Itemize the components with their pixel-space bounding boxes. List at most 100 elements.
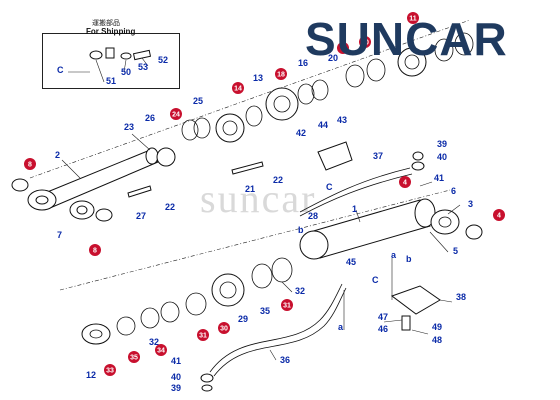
part-label-l39b: 39 xyxy=(171,383,181,393)
part-label-l25: 25 xyxy=(193,96,203,106)
part-label-l26: 26 xyxy=(145,113,155,123)
upper-seal-set xyxy=(156,32,474,167)
part-label-l5: 5 xyxy=(453,246,458,256)
part-label-l13: 13 xyxy=(253,73,263,83)
seal-marker-m24: 24 xyxy=(170,108,182,120)
seal-marker-circle xyxy=(104,364,116,376)
seal-marker-circle xyxy=(337,42,349,54)
seal-marker-m4b: 4 xyxy=(493,209,505,221)
seal-marker-circle xyxy=(128,351,140,363)
seal-marker-m30: 30 xyxy=(218,322,230,334)
seal-marker-label: 24 xyxy=(172,112,180,119)
upper-axis-line xyxy=(29,19,471,179)
seal-marker-label: 33 xyxy=(106,368,114,375)
bushing-part xyxy=(69,200,113,222)
seal-marker-label: 14 xyxy=(234,86,242,93)
seal-marker-circle xyxy=(218,322,230,334)
seal-marker-label: 4 xyxy=(403,180,407,187)
part-label-l7: 7 xyxy=(57,230,62,240)
seal-marker-circle xyxy=(232,82,244,94)
seal-marker-label: 11 xyxy=(409,16,417,23)
part-label-l51: 51 xyxy=(106,76,116,86)
seal-marker-label: 30 xyxy=(220,326,228,333)
suncar-logo: SUNCAR xyxy=(305,13,508,65)
seal-marker-circle xyxy=(281,299,293,311)
leader-lines xyxy=(61,133,461,361)
part-label-l44: 44 xyxy=(318,120,328,130)
seal-marker-m35: 35 xyxy=(128,351,140,363)
seal-marker-label: 35 xyxy=(130,355,138,362)
shipping-parts xyxy=(68,47,152,83)
part-label-la1: a xyxy=(391,250,397,260)
part-label-l16: 16 xyxy=(298,58,308,68)
seal-marker-circle xyxy=(89,244,101,256)
part-label-l21: 21 xyxy=(245,184,255,194)
seal-marker-m31a: 31 xyxy=(281,299,293,311)
seal-marker-m14: 14 xyxy=(232,82,244,94)
seal-marker-label: 8 xyxy=(28,162,32,169)
part-label-l20: 20 xyxy=(328,53,338,63)
part-label-l41a: 41 xyxy=(434,173,444,183)
seal-marker-label: 9 xyxy=(341,46,345,53)
seal-marker-label: 18 xyxy=(277,72,285,79)
part-label-l42: 42 xyxy=(296,128,306,138)
shipping-english-label: For Shipping xyxy=(86,27,136,36)
part-label-l38: 38 xyxy=(456,292,466,302)
part-label-l40b: 40 xyxy=(171,372,181,382)
part-label-l22a: 22 xyxy=(273,175,283,185)
part-label-l6: 6 xyxy=(451,186,456,196)
bolts xyxy=(127,161,264,198)
part-label-l46: 46 xyxy=(378,324,388,334)
part-label-l12: 12 xyxy=(86,370,96,380)
seal-marker-circle xyxy=(275,68,287,80)
part-label-l27: 27 xyxy=(136,211,146,221)
part-label-l39a: 39 xyxy=(437,139,447,149)
part-label-l37: 37 xyxy=(373,151,383,161)
seal-marker-label: 34 xyxy=(157,348,165,355)
seal-marker-circle xyxy=(24,158,36,170)
part-label-l45: 45 xyxy=(346,257,356,267)
part-label-l3: 3 xyxy=(468,199,473,209)
for-shipping-box xyxy=(42,33,180,89)
seal-marker-circle xyxy=(493,209,505,221)
lower-pipe xyxy=(200,283,347,392)
lower-seal-set xyxy=(81,257,293,345)
seal-marker-m18: 18 xyxy=(275,68,287,80)
seal-marker-label: 10 xyxy=(361,40,369,47)
part-label-lb2: b xyxy=(406,254,412,264)
part-label-l2: 2 xyxy=(55,150,60,160)
lower-axis-line xyxy=(59,189,451,291)
seal-marker-m8a: 8 xyxy=(24,158,36,170)
seal-marker-m8b: 8 xyxy=(89,244,101,256)
part-label-l36: 36 xyxy=(280,355,290,365)
seal-marker-m11: 11 xyxy=(407,12,419,24)
watermark-text: suncar xyxy=(200,176,317,221)
seal-marker-circle xyxy=(170,108,182,120)
seal-marker-m31b: 31 xyxy=(197,329,209,341)
part-label-l28: 28 xyxy=(308,211,318,221)
part-label-l32a: 32 xyxy=(295,286,305,296)
part-label-l23: 23 xyxy=(124,122,134,132)
part-label-l40a: 40 xyxy=(437,152,447,162)
part-label-l53: 53 xyxy=(138,62,148,72)
cylinder-rod xyxy=(27,147,159,211)
part-label-l35: 35 xyxy=(260,306,270,316)
seal-marker-circle xyxy=(407,12,419,24)
part-label-l48: 48 xyxy=(432,335,442,345)
part-label-l29: 29 xyxy=(238,314,248,324)
seal-marker-circle xyxy=(155,344,167,356)
seal-ring xyxy=(11,178,29,192)
part-label-l22b: 22 xyxy=(165,202,175,212)
part-label-l47: 47 xyxy=(378,312,388,322)
seal-marker-label: 31 xyxy=(283,303,291,310)
part-label-la2: a xyxy=(338,322,344,332)
part-label-l43: 43 xyxy=(337,115,347,125)
part-label-lb1: b xyxy=(298,225,304,235)
part-label-l41b: 41 xyxy=(171,356,181,366)
cylinder-tube xyxy=(299,198,483,260)
seal-marker-label: 4 xyxy=(497,213,501,220)
seal-marker-m4a: 4 xyxy=(399,176,411,188)
